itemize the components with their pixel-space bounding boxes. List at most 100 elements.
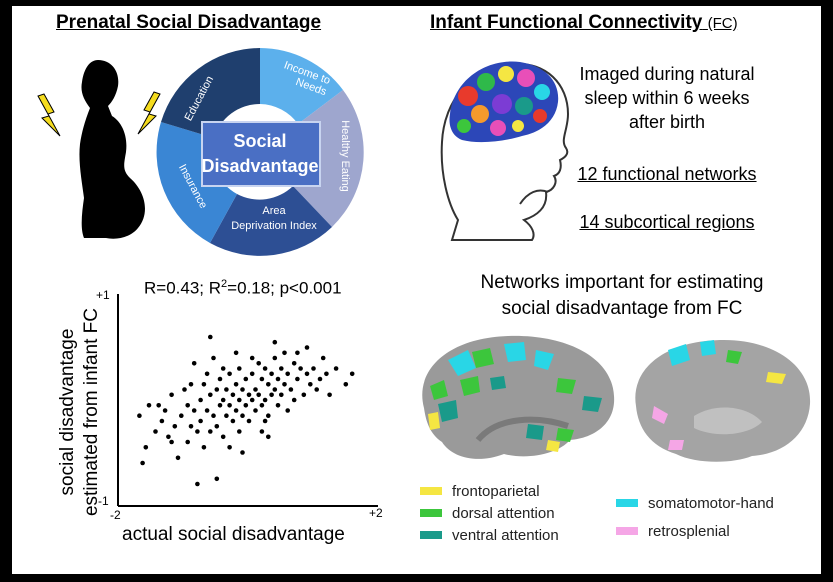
scatter-point-63 — [272, 387, 278, 392]
scatter-point-57 — [262, 366, 268, 371]
scatter-point-19 — [198, 418, 203, 424]
scatter-point-11 — [182, 387, 187, 392]
scatter-point-65 — [275, 376, 281, 382]
scatter-point-70 — [285, 408, 290, 413]
scatter-point-29 — [217, 403, 223, 408]
pregnant-woman-icon — [37, 60, 161, 239]
x-tick-right: +2 — [369, 506, 383, 520]
scatter-point-85 — [343, 382, 349, 387]
fc-description: Imaged during natural sleep within 6 wee… — [552, 62, 782, 134]
scatter-point-18 — [198, 397, 203, 403]
scatter-point-13 — [185, 403, 190, 408]
scatter-point-68 — [282, 382, 287, 387]
scatter-point-76 — [301, 392, 307, 398]
fc-title-main: Infant Functional Connectivity — [430, 12, 703, 33]
scatter-point-79 — [311, 366, 316, 371]
fc-title: Infant Functional Connectivity (FC) — [430, 12, 738, 34]
scatter-point-45 — [243, 403, 249, 408]
legend-label: dorsal attention — [452, 504, 555, 522]
scatter-points — [137, 334, 355, 487]
scatter-point-54 — [259, 403, 265, 408]
scatter-point-17 — [195, 429, 200, 434]
scatter-point-15 — [191, 361, 197, 366]
scatter-point-104 — [249, 355, 255, 361]
networks-title-line1: Networks important for estimating — [480, 272, 764, 293]
scatter-point-56 — [262, 397, 268, 403]
scatter-point-60 — [269, 392, 274, 398]
scatter-point-10 — [179, 413, 184, 418]
y-tick-bottom: -1 — [98, 494, 109, 508]
scatter-point-16 — [191, 408, 197, 413]
disadvantage-wheel: Social Disadvantage Income to Needs Heal… — [156, 48, 364, 256]
scatter-point-71 — [288, 387, 294, 392]
scatter-point-7 — [169, 392, 174, 398]
scatter-point-74 — [295, 376, 300, 382]
swatch-retrosplenial — [616, 527, 638, 535]
segment-area-deprivation — [210, 186, 332, 256]
scatter-point-106 — [169, 439, 174, 445]
scatter-point-38 — [233, 382, 239, 387]
legend-item-ventral-attention: ventral attention — [420, 524, 600, 546]
scatter-point-26 — [214, 387, 220, 392]
scatter-point-66 — [279, 366, 284, 371]
segment-insurance — [156, 122, 237, 243]
x-tick-left: -2 — [110, 508, 121, 522]
scatter-point-52 — [256, 361, 261, 366]
scatter-point-93 — [266, 434, 271, 440]
scatter-point-83 — [327, 392, 332, 398]
scatter-point-95 — [227, 445, 232, 450]
scatter-point-86 — [208, 334, 213, 340]
swatch-ventral-attention — [420, 531, 442, 539]
scatter-point-75 — [298, 366, 303, 371]
scatter-point-53 — [256, 392, 261, 398]
scatter-point-9 — [175, 455, 181, 461]
scatter-point-64 — [275, 403, 281, 408]
scatter-point-77 — [304, 371, 310, 377]
segment-label-area-1: Area — [262, 205, 286, 217]
scatter-point-33 — [224, 413, 229, 418]
scatter-point-44 — [243, 376, 249, 382]
fc-networks: 12 functional networks — [577, 164, 757, 184]
y-tick-top: +1 — [96, 288, 110, 302]
ylabel-line1: social disadvantage — [57, 328, 78, 496]
scatter-point-4 — [159, 418, 165, 424]
stat-r: R=0.43; R — [144, 278, 222, 298]
scatter-point-61 — [269, 371, 274, 377]
swatch-frontoparietal — [420, 487, 442, 495]
scatter-point-92 — [240, 450, 245, 455]
scatter-point-31 — [220, 397, 226, 403]
scatter-point-108 — [211, 355, 216, 361]
scatter-point-51 — [253, 408, 258, 413]
prenatal-title: Prenatal Social Disadvantage — [56, 12, 322, 33]
scatter-point-103 — [237, 429, 242, 434]
legend-item-retrosplenial: retrosplenial — [616, 520, 816, 542]
scatter-point-94 — [195, 481, 200, 487]
swatch-somatomotor-hand — [616, 499, 638, 507]
legend-item-dorsal-attention: dorsal attention — [420, 502, 600, 524]
scatter-plot — [117, 294, 378, 507]
scatter-point-36 — [230, 418, 236, 424]
legend-label: somatomotor-hand — [648, 494, 774, 512]
scatter-point-67 — [279, 392, 284, 398]
scatter-point-14 — [188, 424, 194, 429]
wheel-center-line1: Social — [233, 131, 286, 151]
scatter-point-82 — [324, 371, 329, 377]
scatter-point-81 — [317, 376, 323, 382]
scatter-point-62 — [272, 355, 278, 361]
scatter-point-5 — [162, 408, 168, 413]
scatter-point-3 — [153, 429, 158, 434]
legend-label: retrosplenial — [648, 522, 730, 540]
scatter-point-2 — [140, 460, 145, 466]
fc-line-3: after birth — [628, 112, 706, 132]
legend-left: frontoparietal dorsal attention ventral … — [420, 480, 600, 546]
networks-title: Networks important for estimating social… — [432, 270, 812, 322]
scatter-point-97 — [143, 445, 149, 450]
scatter-xlabel: actual social disadvantage — [122, 524, 345, 545]
scatter-point-72 — [291, 361, 297, 366]
stat-sup: 2 — [221, 278, 228, 290]
scatter-point-96 — [259, 429, 265, 434]
fc-line-2: sleep within 6 weeks — [584, 88, 750, 108]
scatter-point-22 — [204, 408, 210, 413]
fc-title-suffix: (FC) — [707, 15, 738, 32]
scatter-point-89 — [304, 345, 310, 350]
